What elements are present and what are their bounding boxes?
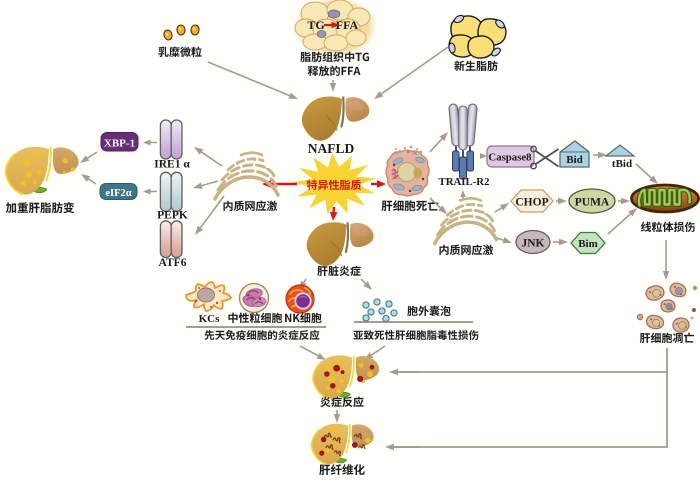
svg-text:Bim: Bim [578, 238, 598, 250]
svg-text:NAFLD: NAFLD [308, 141, 355, 156]
svg-text:tBid: tBid [612, 158, 632, 170]
svg-text:KCs: KCs [199, 313, 221, 325]
svg-text:Bid: Bid [566, 154, 583, 166]
svg-text:PEPK: PEPK [157, 210, 188, 222]
svg-text:TRAIL-R2: TRAIL-R2 [439, 176, 490, 188]
svg-text:FFA: FFA [336, 18, 359, 32]
svg-text:eIF2α: eIF2α [105, 188, 131, 199]
svg-text:XBP-1: XBP-1 [104, 138, 135, 150]
svg-text:IRE1 α: IRE1 α [154, 159, 190, 171]
svg-text:PUMA: PUMA [575, 197, 610, 209]
svg-text:TG: TG [307, 18, 324, 32]
svg-text:CHOP: CHOP [515, 197, 548, 209]
svg-text:ATF6: ATF6 [159, 257, 187, 269]
svg-text:Caspase8: Caspase8 [488, 152, 532, 164]
svg-text:JNK: JNK [522, 238, 545, 250]
